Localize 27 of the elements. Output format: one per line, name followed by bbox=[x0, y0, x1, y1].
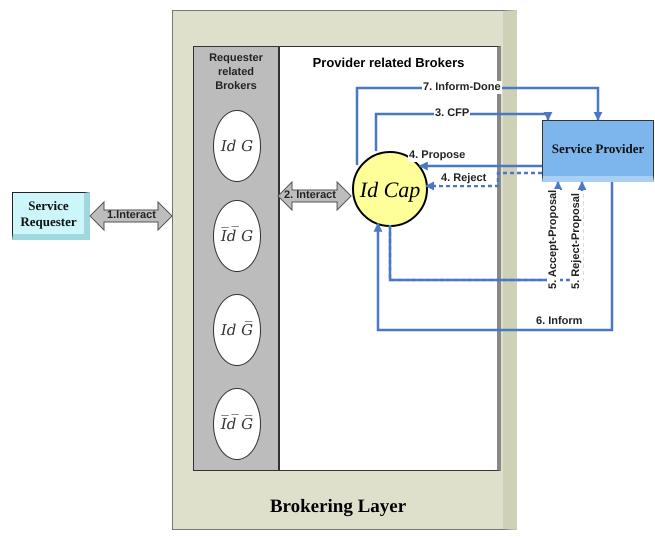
layer-panel bbox=[172, 10, 517, 530]
box-label: Service Provider bbox=[552, 140, 644, 158]
edge-label: 4. Propose bbox=[408, 149, 466, 162]
broker-column bbox=[193, 46, 279, 471]
arrow bbox=[418, 162, 542, 170]
circle-label: Id Cap bbox=[360, 176, 420, 204]
edge-label: 5. Reject-Proposal bbox=[570, 192, 583, 290]
broker-label: Id G̅ bbox=[220, 320, 254, 341]
edge-label: 5. Accept-Proposal bbox=[547, 188, 560, 290]
block-arrow bbox=[89, 200, 173, 232]
broker-label: I̅d̅ G bbox=[220, 225, 254, 247]
edge-label: 1.Interact bbox=[106, 209, 157, 222]
box-label: Service Requester bbox=[19, 198, 78, 230]
arrow bbox=[425, 172, 542, 190]
panel-heading: Provider related Brokers bbox=[312, 54, 466, 72]
provider-box bbox=[542, 120, 654, 182]
edge-label: 4. Reject bbox=[440, 172, 488, 185]
layer-title: Brokering Layer bbox=[268, 494, 408, 518]
broker-label: Id G bbox=[220, 136, 254, 157]
edge-label: 2. Interact bbox=[283, 189, 337, 202]
arrow bbox=[374, 182, 614, 332]
broker-label: I̅d̅ G̅ bbox=[220, 413, 254, 435]
column-heading: Requester related Brokers bbox=[208, 51, 264, 93]
edge-label: 7. Inform-Done bbox=[422, 81, 502, 94]
broker-panel bbox=[279, 46, 501, 471]
requester-box bbox=[12, 192, 90, 240]
block-arrow bbox=[277, 180, 352, 212]
